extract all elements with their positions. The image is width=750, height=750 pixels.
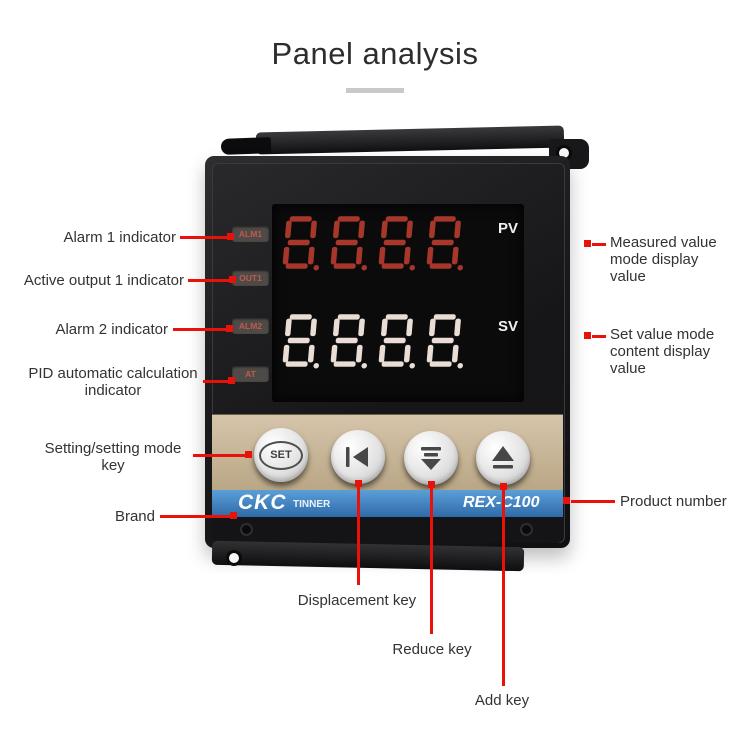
mounting-bracket-bottom: [211, 540, 525, 572]
output1-indicator: OUT1: [232, 270, 269, 286]
callout-setvalue-line: [592, 335, 606, 338]
model-number: REX-C100: [463, 494, 539, 512]
sv-label: SV: [497, 318, 518, 335]
callout-measured-label: Measured value mode display value: [610, 234, 717, 285]
callout-brand-marker: [230, 512, 237, 519]
alarm2-indicator: ALM2: [232, 318, 269, 334]
callout-measured-line: [592, 243, 606, 246]
callout-setting-marker: [245, 451, 252, 458]
sv-digits: [280, 312, 469, 369]
mounting-bracket-top-tab: [220, 137, 272, 155]
callout-setvalue-label: Set value mode content display value: [610, 326, 715, 377]
callout-brand-label: Brand: [114, 508, 155, 525]
callout-setting-line: [193, 454, 251, 457]
callout-displacement-label: Displacement key: [297, 592, 417, 609]
callout-displacement-line: [357, 487, 360, 585]
callout-output1-marker: [229, 276, 236, 283]
device-bottom: [212, 517, 563, 543]
callout-setvalue-marker: [584, 332, 591, 339]
displacement-button[interactable]: [331, 430, 385, 484]
callout-product-line: [571, 500, 615, 503]
shift-left-icon: [346, 447, 368, 467]
at-indicator: AT: [232, 366, 269, 382]
callout-setting-label: Setting/setting mode key: [44, 440, 182, 474]
callout-measured-marker: [584, 240, 591, 247]
callout-alarm1-label: Alarm 1 indicator: [63, 229, 176, 246]
title-underline: [346, 88, 404, 93]
add-button[interactable]: [476, 431, 530, 485]
callout-product-marker: [563, 497, 570, 504]
callout-output1-line: [188, 279, 234, 282]
screw-right: [520, 523, 533, 536]
arrow-up-icon: [492, 446, 514, 469]
callout-pid-line: [203, 380, 233, 383]
reduce-button[interactable]: [404, 431, 458, 485]
callout-alarm2-line: [173, 328, 231, 331]
set-button-label: SET: [259, 440, 303, 470]
brand-suffix: TINNER: [293, 499, 331, 510]
callout-add-line: [502, 490, 505, 686]
callout-brand-line: [160, 515, 234, 518]
callout-alarm2-marker: [226, 325, 233, 332]
callout-alarm1-marker: [227, 233, 234, 240]
callout-reduce-label: Reduce key: [392, 641, 472, 658]
screw-left: [240, 523, 253, 536]
display-window: PV SV: [272, 204, 524, 402]
alarm1-indicator: ALM1: [232, 226, 269, 242]
pv-label: PV: [497, 220, 518, 237]
callout-reduce-marker: [428, 481, 435, 488]
callout-product-label: Product number: [620, 493, 727, 510]
callout-add-label: Add key: [474, 692, 530, 709]
callout-output1-label: Active output 1 indicator: [23, 272, 184, 289]
callout-reduce-line: [430, 488, 433, 634]
mounting-bracket-top: [255, 125, 565, 155]
callout-add-marker: [500, 483, 507, 490]
page-title: Panel analysis: [271, 36, 479, 71]
callout-pid-label: PID automatic calculation indicator: [28, 365, 198, 399]
set-button[interactable]: SET: [254, 428, 308, 482]
brand-logo: CKC: [238, 491, 287, 514]
callout-alarm1-line: [180, 236, 232, 239]
screw-hole-bottom-left: [226, 550, 242, 566]
pv-digits: [280, 214, 469, 271]
callout-displacement-marker: [355, 480, 362, 487]
callout-alarm2-label: Alarm 2 indicator: [55, 321, 168, 338]
arrow-down-icon: [421, 447, 441, 470]
callout-pid-marker: [228, 377, 235, 384]
